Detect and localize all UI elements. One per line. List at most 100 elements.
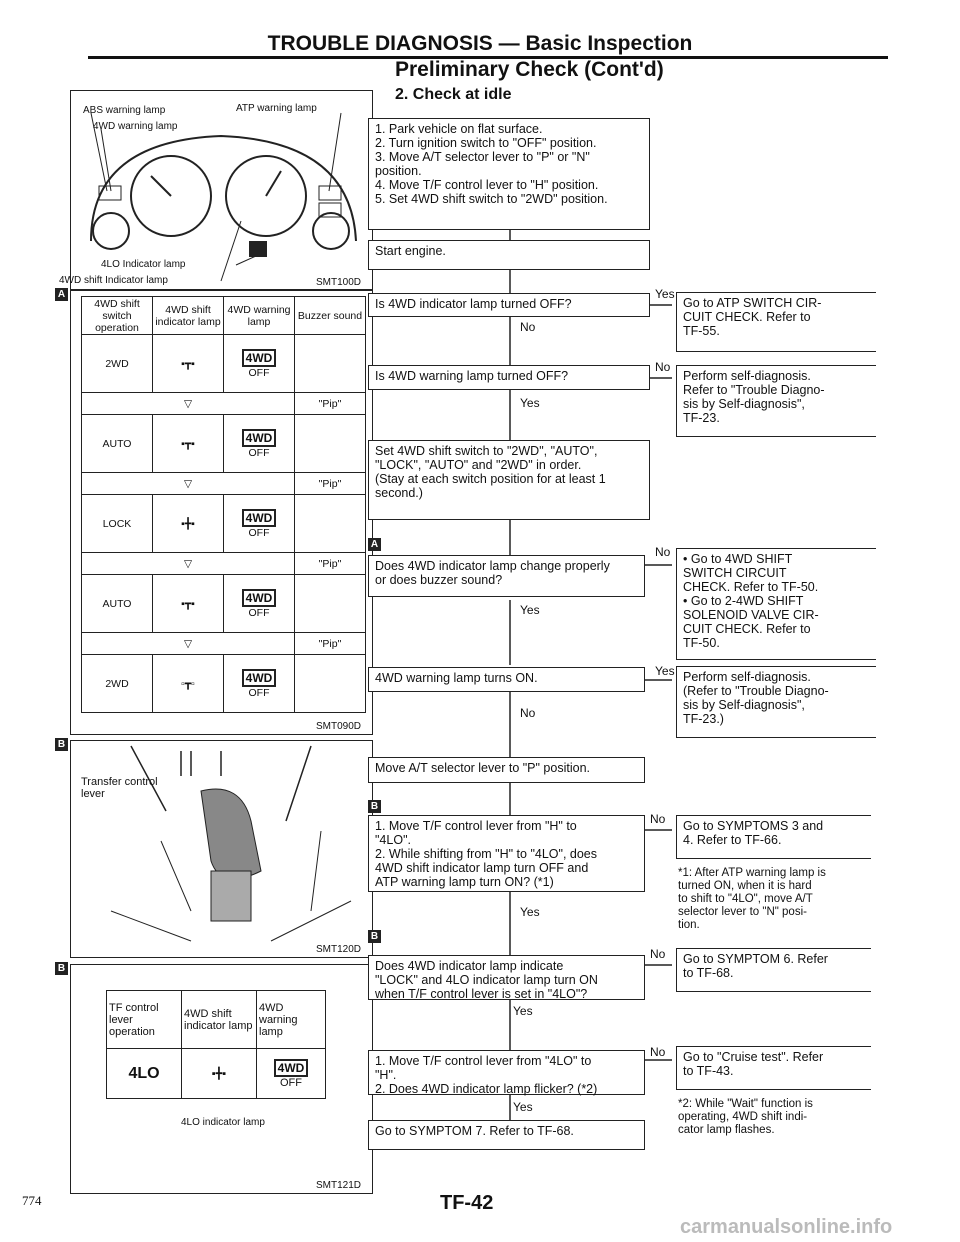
yes-label: Yes xyxy=(520,396,540,410)
marker-a: A xyxy=(55,288,68,301)
result-shift-switch-check: • Go to 4WD SHIFT SWITCH CIRCUIT CHECK. … xyxy=(676,548,876,660)
shift-indicator-icon: ▪┳▪ xyxy=(152,414,224,473)
buzzer-cell xyxy=(294,494,366,553)
footnote-1: *1: After ATP warning lamp is turned ON,… xyxy=(678,867,826,931)
page-subtitle: Preliminary Check (Cont'd) xyxy=(395,58,664,81)
question-shift-4lo: 1. Move T/F control lever from "H" to "4… xyxy=(368,815,645,892)
yes-label: Yes xyxy=(655,287,675,301)
result-self-diagnosis: Perform self-diagnosis. Refer to "Troubl… xyxy=(676,365,876,437)
no-label: No xyxy=(520,320,536,334)
yes-label: Yes xyxy=(655,664,675,678)
no-label: No xyxy=(650,947,666,961)
yes-label: Yes xyxy=(513,1004,533,1018)
4lo-indicator-note: 4LO indicator lamp xyxy=(181,1117,265,1128)
buzzer-cell xyxy=(294,414,366,473)
page-title: TROUBLE DIAGNOSIS — Basic Inspection xyxy=(267,32,693,55)
no-label: No xyxy=(655,360,671,374)
figure-code: SMT120D xyxy=(316,944,362,955)
result-atp-switch-check: Go to ATP SWITCH CIR- CUIT CHECK. Refer … xyxy=(676,292,876,352)
marker-b-lever: B xyxy=(55,738,68,751)
row-op: 4LO xyxy=(106,1048,182,1099)
lamp-state: OFF xyxy=(248,686,270,699)
result-symptoms-3-4: Go to SYMPTOMS 3 and 4. Refer to TF-66. xyxy=(676,815,871,859)
footnote-2: *2: While "Wait" function is operating, … xyxy=(678,1098,813,1136)
row-op: AUTO xyxy=(81,414,153,473)
switch-operation-table: 4WD shift switch operation 4WD shift ind… xyxy=(81,296,366,713)
watermark: carmanualsonline.info xyxy=(680,1216,893,1238)
page-number-left: 774 xyxy=(22,1193,42,1208)
figure-4lo-table: TF control lever operation 4WD shift ind… xyxy=(70,964,373,1194)
step-symptom-7: Go to SYMPTOM 7. Refer to TF-68. xyxy=(368,1120,645,1150)
4wd-lamp-icon: 4WD xyxy=(273,1058,309,1077)
question-indicator-flicker: 1. Move T/F control lever from "4LO" to … xyxy=(368,1050,645,1096)
4wd-shift-indicator-lamp-label: 4WD shift Indicator lamp xyxy=(59,275,168,286)
section-heading: 2. Check at idle xyxy=(395,86,512,103)
result-symptom-6: Go to SYMPTOM 6. Refer to TF-68. xyxy=(676,948,871,992)
no-label: No xyxy=(655,545,671,559)
row-op: 2WD xyxy=(81,654,153,713)
step-start-engine: Start engine. xyxy=(368,240,650,270)
table-row: ▽"Pip" xyxy=(81,632,366,655)
figure-instrument-cluster: ABS warning lamp ATP warning lamp 4WD wa… xyxy=(59,90,373,290)
lamp-state: OFF xyxy=(248,366,270,379)
lamp-state: OFF xyxy=(248,606,270,619)
result-self-diagnosis-2: Perform self-diagnosis. (Refer to "Troub… xyxy=(676,666,876,738)
figure-code: SMT121D xyxy=(316,1180,362,1191)
question-warning-on: 4WD warning lamp turns ON. xyxy=(368,667,645,692)
buzzer-cell: "Pip" xyxy=(294,552,366,575)
question-indicator-change: Does 4WD indicator lamp change properly … xyxy=(368,555,645,597)
4wd-lamp-icon: 4WD xyxy=(241,588,277,607)
col-header-operation: 4WD shift switch operation xyxy=(81,296,153,335)
buzzer-cell: "Pip" xyxy=(294,472,366,495)
no-label: No xyxy=(650,812,666,826)
col-header-warning: 4WD warning lamp xyxy=(223,296,295,335)
buzzer-cell xyxy=(294,574,366,633)
shift-indicator-icon: ▫┳▫ xyxy=(152,654,224,713)
question-warning-off: Is 4WD warning lamp turned OFF? xyxy=(368,365,650,390)
col-header-warning: 4WD warning lamp xyxy=(256,990,326,1049)
marker-b-flow-1: B xyxy=(368,800,381,813)
figure-switch-table: 4WD shift switch operation 4WD shift ind… xyxy=(70,290,373,735)
lever-drawing xyxy=(110,745,352,942)
4wd-lamp-icon: 4WD xyxy=(241,508,277,527)
figure-code: SMT090D xyxy=(316,721,362,732)
4wd-lamp-icon: 4WD xyxy=(241,428,277,447)
no-label: No xyxy=(520,706,536,720)
step-set-shift-switch: Set 4WD shift switch to "2WD", "AUTO", "… xyxy=(368,440,650,520)
question-indicator-off: Is 4WD indicator lamp turned OFF? xyxy=(368,293,650,317)
yes-label: Yes xyxy=(513,1100,533,1114)
atp-warning-lamp-label: ATP warning lamp xyxy=(236,103,317,114)
result-cruise-test: Go to "Cruise test". Refer to TF-43. xyxy=(676,1046,871,1090)
4lo-indicator-lamp-label: 4LO Indicator lamp xyxy=(101,259,186,270)
question-indicator-lock: Does 4WD indicator lamp indicate "LOCK" … xyxy=(368,955,645,1001)
yes-label: Yes xyxy=(520,603,540,617)
lamp-state: OFF xyxy=(248,526,270,539)
marker-a-flow: A xyxy=(368,538,381,551)
4lo-table: TF control lever operation 4WD shift ind… xyxy=(106,990,326,1099)
shift-indicator-icon: ▪╋▪ xyxy=(181,1048,257,1099)
row-op: 2WD xyxy=(81,334,153,393)
4wd-lamp-icon: 4WD xyxy=(241,348,277,367)
marker-b-table: B xyxy=(55,962,68,975)
step-selector-p: Move A/T selector lever to "P" position. xyxy=(368,757,645,783)
lamp-state: OFF xyxy=(248,446,270,459)
figure-code: SMT100D xyxy=(316,277,362,288)
cluster-drawing xyxy=(90,112,357,282)
transfer-lever-label: Transfer control lever xyxy=(81,776,158,800)
step-prepare: 1. Park vehicle on flat surface. 2. Turn… xyxy=(368,118,650,230)
table-row: ▽"Pip" xyxy=(81,392,366,415)
page-code: TF-42 xyxy=(440,1192,494,1214)
col-header-tf-operation: TF control lever operation xyxy=(106,990,182,1049)
buzzer-cell xyxy=(294,654,366,713)
title-rule xyxy=(88,56,888,59)
buzzer-cell: "Pip" xyxy=(294,392,366,415)
shift-indicator-icon: ▪╋▪ xyxy=(152,494,224,553)
marker-b-flow-2: B xyxy=(368,930,381,943)
